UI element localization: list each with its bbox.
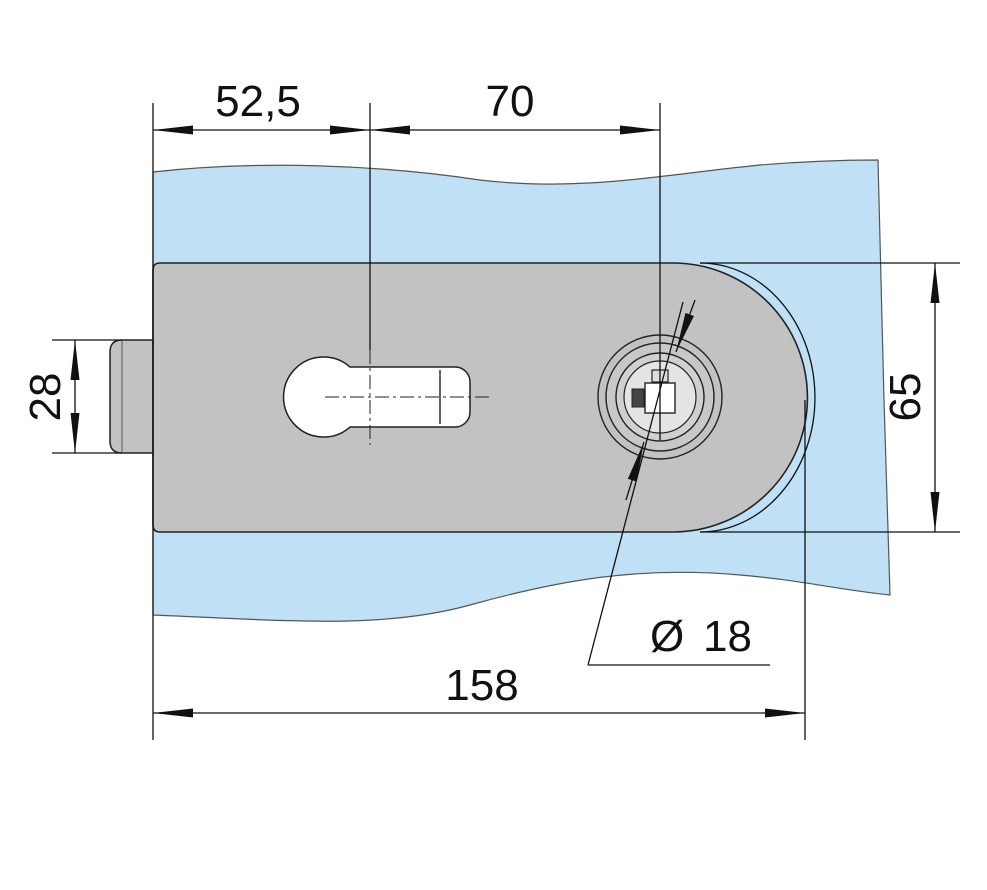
dim-label-28: 28 [21,373,70,422]
keyhole [282,350,490,445]
lock-bolt [109,339,154,454]
diameter-symbol: Ø [650,612,684,661]
dim-label-52-5: 52,5 [215,77,301,126]
dim-label-70: 70 [486,77,535,126]
dim-label-158: 158 [445,661,518,710]
diameter-leader [587,301,684,666]
dim-label-diameter-18: 18 [703,612,752,661]
dim-label-65: 65 [881,373,930,422]
